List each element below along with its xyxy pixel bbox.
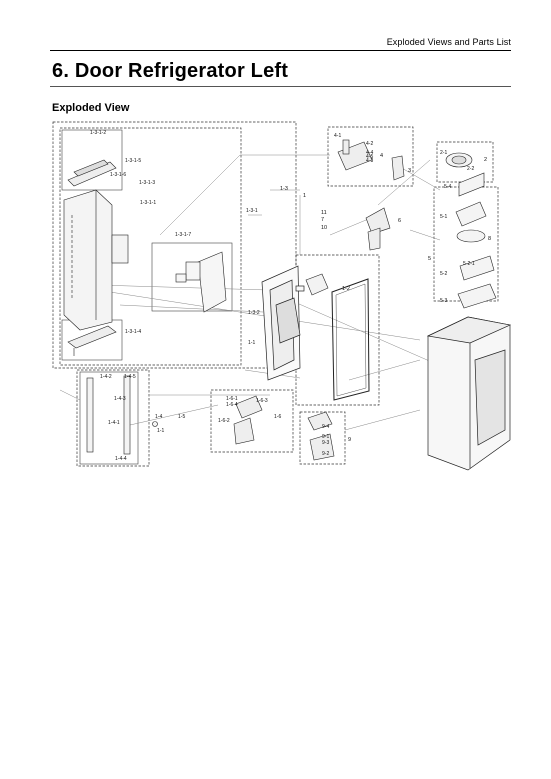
label-4-5: 4-5 <box>366 154 373 160</box>
label-5: 5 <box>428 256 431 262</box>
refrigerator-cabinet <box>426 316 512 471</box>
label-1-6-3: 1-6-3 <box>256 398 268 404</box>
label-1-1: 1-1 <box>157 428 164 434</box>
header-rule <box>50 50 511 51</box>
sub-box-1-3-1-5 <box>61 129 123 191</box>
label-1-3-1-2: 1-3-1-2 <box>90 130 106 136</box>
label-5-3: 5-3 <box>440 298 447 304</box>
label-4-4: 4-4 <box>366 150 373 156</box>
guard-5-1-shape <box>455 201 487 227</box>
label-1-3-1-1: 1-3-1-1 <box>140 200 156 206</box>
label-5-1: 5-1 <box>440 214 447 220</box>
callout-labels: 1-3-1-2 1-3-1-5 1-3-1-3 1-3-1-6 1-3-1-1 … <box>90 130 491 462</box>
title-rule <box>50 86 511 87</box>
label-1-3-2: 1-3-2 <box>248 310 260 316</box>
label-4: 4 <box>380 153 383 159</box>
group-box-gasket <box>295 254 380 406</box>
gasket-part <box>331 278 370 401</box>
label-1-4-2: 1-4-2 <box>100 374 112 380</box>
sub-box-1-3-1-7 <box>151 242 233 312</box>
label-1-3-1-3: 1-3-1-3 <box>139 180 155 186</box>
door-outer-part <box>261 265 305 381</box>
label-1-3-1: 1-3-1 <box>246 208 258 214</box>
group-box-cap <box>76 369 150 467</box>
bottom-cap-part <box>67 325 117 356</box>
group-box-door-inner <box>59 127 242 366</box>
door-liner-shape <box>63 189 113 331</box>
group-box-hinge <box>327 126 414 187</box>
label-1-2: 1-2 <box>342 286 350 292</box>
label-1-4-1: 1-4-1 <box>108 420 120 426</box>
label-1-3-1-7: 1-3-1-7 <box>175 232 191 238</box>
guard-8-shape <box>456 229 486 243</box>
hinge-cover-part <box>365 207 391 251</box>
label-10: 10 <box>321 225 327 231</box>
label-5-2-1: 5-2-1 <box>463 261 475 267</box>
hinge-bracket-shape <box>111 234 129 264</box>
label-1-6: 1-6 <box>274 414 281 420</box>
label-4-2: 4-2 <box>366 141 373 147</box>
label-1-3-1-4: 1-3-1-4 <box>125 329 141 335</box>
label-9-4: 9-4 <box>322 424 329 430</box>
header-section-label: Exploded Views and Parts List <box>386 37 511 47</box>
top-cap-part <box>67 159 117 187</box>
group-box-handle <box>210 389 294 453</box>
label-6: 6 <box>398 218 401 224</box>
dispenser-cover-part <box>305 273 329 296</box>
label-1-6-2: 1-6-2 <box>218 418 230 424</box>
door-liner-part <box>63 189 129 331</box>
leader-lines <box>59 154 451 431</box>
label-9: 9 <box>348 437 351 443</box>
cap-strip-right <box>123 375 131 455</box>
hinge-assy-part <box>337 139 405 181</box>
label-3: 3 <box>408 168 411 174</box>
handle-parts <box>233 395 263 445</box>
label-1-4-3: 1-4-3 <box>114 396 126 402</box>
cap-strip-left <box>86 377 94 453</box>
label-5-4: 5-4 <box>444 184 451 190</box>
label-1-4-4: 1-4-4 <box>115 456 127 462</box>
guard-5-4-shape <box>458 172 485 197</box>
label-1-4: 1-4 <box>155 414 162 420</box>
page-title: 6. Door Refrigerator Left <box>52 60 289 82</box>
part9-assy <box>307 411 335 461</box>
label-1-4-5: 1-4-5 <box>124 374 136 380</box>
label-1: 1 <box>303 193 306 199</box>
label-9-3: 9-3 <box>322 440 329 446</box>
ice-maker-part <box>175 251 227 313</box>
group-box-door-assy <box>52 121 297 369</box>
label-1-5: 1-5 <box>178 414 185 420</box>
label-2-1: 2-1 <box>440 150 447 156</box>
solid-sub-boxes <box>61 129 233 465</box>
label-5-2: 5-2 <box>440 271 447 277</box>
section-subtitle: Exploded View <box>52 102 130 114</box>
door-cap-parts <box>86 375 158 455</box>
label-9-2: 9-2 <box>322 451 329 457</box>
guard-5-3-shape <box>457 283 497 309</box>
group-box-part5 <box>433 186 499 302</box>
label-1-3: 1-3 <box>280 186 288 192</box>
label-1-6-1: 1-6-1 <box>226 396 238 402</box>
label-4-1: 4-1 <box>334 133 341 139</box>
guard-5-2-shape <box>459 255 495 281</box>
label-2-2: 2-2 <box>467 166 474 172</box>
label-1-1-upper: 1-1 <box>248 340 255 346</box>
label-4-3: 4-3 <box>366 158 373 164</box>
label-8: 8 <box>488 236 491 242</box>
group-box-part9 <box>299 411 346 465</box>
label-9-1: 9-1 <box>322 434 329 440</box>
label-1-3-1-5: 1-3-1-5 <box>125 158 141 164</box>
sub-box-cap-inner <box>79 371 139 465</box>
label-1-3-1-6: 1-3-1-6 <box>110 172 126 178</box>
label-7: 7 <box>321 217 324 223</box>
label-1-6-4: 1-6-4 <box>226 402 238 408</box>
label-2: 2 <box>484 157 487 163</box>
guard-parts <box>445 152 497 309</box>
label-11: 11 <box>321 210 327 216</box>
